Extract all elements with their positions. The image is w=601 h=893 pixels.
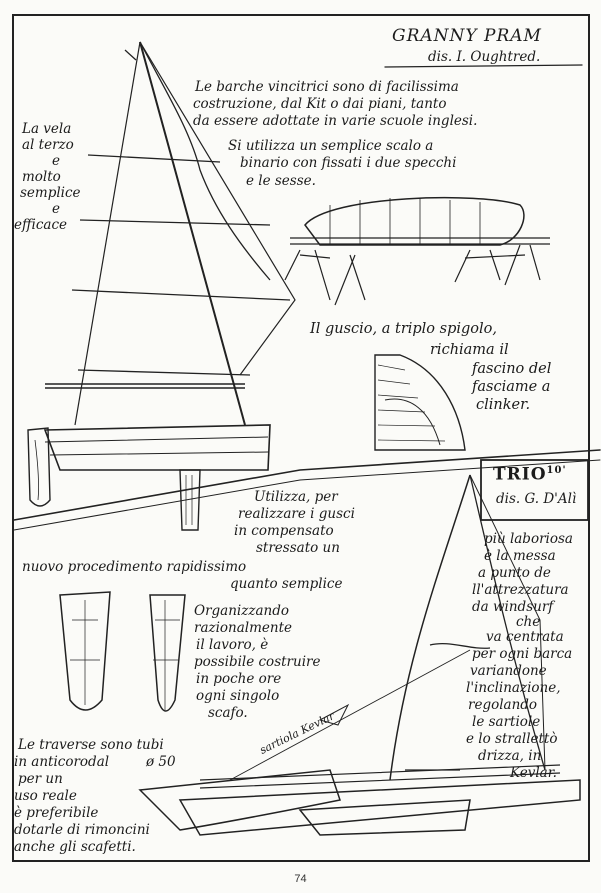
traverse-line-1: Le traverse sono tubi — [18, 737, 164, 753]
guscio-line-5: clinker. — [476, 397, 531, 413]
intro-line-2: costruzione, dal Kit o dai piani, tanto — [193, 96, 447, 112]
intro-line-3: da essere adottate in varie scuole ingle… — [193, 113, 478, 129]
pram-dinghy-drawing — [27, 41, 296, 531]
rig-line-12: le sartiole — [472, 714, 541, 730]
trio-title: TRIO10' — [493, 464, 567, 485]
rig-line-7: va centrata — [486, 629, 564, 645]
scalo-line-2: binario con fissati i due specchi — [240, 155, 457, 171]
rig-line-3: a punto de — [478, 565, 551, 581]
section-divider-top — [13, 449, 601, 521]
scalo-line-1: Si utilizza un semplice scalo a — [228, 138, 434, 154]
rig-line-2: è la messa — [484, 548, 556, 564]
trio-title-text: TRIO — [493, 464, 547, 485]
hull-on-jig-drawing — [284, 196, 550, 306]
usage-line-4: stressato un — [256, 540, 340, 556]
sail-note-1: La vela — [22, 121, 72, 137]
guscio-line-4: fasciame a — [472, 379, 551, 395]
designer-credit: dis. I. Oughtred. — [428, 49, 541, 65]
sail-note-4: molto — [22, 169, 61, 185]
hull-sections-drawing — [59, 591, 186, 712]
rig-line-13: e lo strallettò — [466, 731, 558, 747]
organize-line-1: Organizzando — [194, 603, 289, 619]
rig-line-15: Kevlar. — [510, 765, 557, 781]
organize-line-4: possibile costruire — [194, 654, 321, 670]
sail-note-5: semplice — [20, 185, 81, 201]
trio-designer: dis. G. D'Alì — [496, 491, 577, 507]
intro-line-1: Le barche vincitrici sono di facilissima — [195, 79, 459, 95]
rig-line-5: da windsurf — [472, 599, 554, 615]
guscio-line-3: fascino del — [472, 361, 552, 377]
sail-note-2: al terzo — [22, 137, 74, 153]
page-number: 74 — [294, 873, 307, 885]
sail-note-6: e — [52, 201, 60, 217]
organize-line-6: ogni singolo — [196, 688, 280, 704]
rig-line-11: regolando — [468, 697, 538, 713]
sail-note-7: efficace — [14, 217, 68, 233]
rig-line-1: più laboriosa — [484, 531, 573, 547]
clinker-detail-drawing — [374, 354, 466, 451]
usage-line-2: realizzare i gusci — [238, 506, 355, 522]
trio-length: 10' — [546, 465, 567, 476]
guscio-line-1: Il guscio, a triplo spigolo, — [310, 321, 497, 337]
title-underline — [384, 64, 583, 68]
trio-title-box — [480, 459, 589, 521]
section-divider-bottom — [13, 459, 601, 531]
traverse-line-6: dotarle di rimoncini — [14, 822, 150, 838]
traverse-line-4: uso reale — [14, 788, 77, 804]
rig-line-9: variandone — [470, 663, 547, 679]
traverse-line-5: è preferibile — [14, 805, 99, 821]
sail-note-3: e — [52, 153, 60, 169]
rig-line-6: che — [516, 614, 541, 630]
organize-line-7: scafo. — [208, 705, 248, 721]
organize-line-5: in poche ore — [196, 671, 282, 687]
traverse-line-7: anche gli scafetti. — [14, 839, 136, 855]
traverse-line-2: in anticorodal — [14, 754, 110, 770]
rig-line-10: l'inclinazione, — [466, 680, 561, 696]
page-title: GRANNY PRAM — [392, 26, 542, 46]
organize-line-2: razionalmente — [194, 620, 293, 636]
trio-trimaran-drawing — [138, 474, 581, 836]
usage-line-1: Utilizza, per — [254, 489, 338, 505]
usage-line-3: in compensato — [234, 523, 334, 539]
usage-line-6: quanto semplice — [230, 576, 343, 592]
guscio-line-2: richiama il — [430, 342, 509, 358]
traverse-line-3: per un — [18, 771, 63, 787]
rig-line-14: drizza, in — [478, 748, 542, 764]
rig-line-8: per ogni barca — [472, 646, 573, 662]
traverse-size: ø 50 — [146, 754, 176, 770]
page-frame — [12, 14, 590, 862]
rig-line-4: ll'attrezzatura — [472, 582, 569, 598]
organize-line-3: il lavoro, è — [196, 637, 269, 653]
usage-line-5: nuovo procedimento rapidissimo — [22, 559, 247, 575]
scalo-line-3: e le sesse. — [246, 173, 316, 189]
